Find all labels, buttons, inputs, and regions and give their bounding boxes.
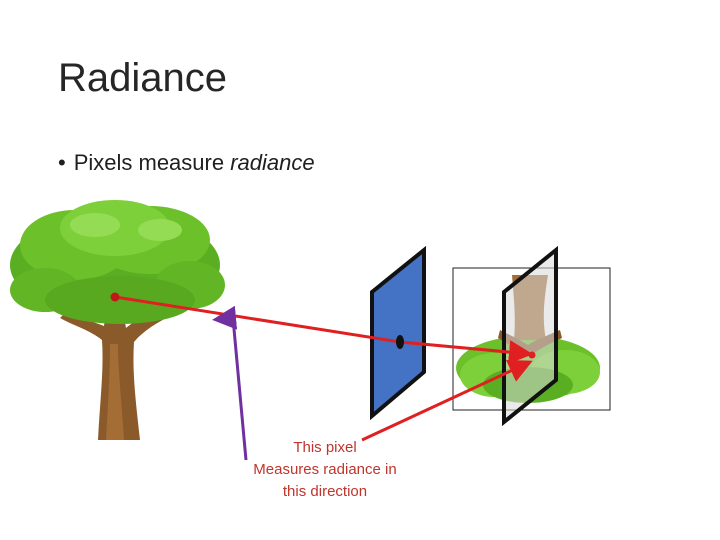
pixel-point xyxy=(396,335,404,349)
bullet-text: Pixels measure xyxy=(73,150,225,175)
ray-caption-to-image xyxy=(361,359,533,442)
pointer-arrow xyxy=(212,305,248,461)
ray-tree-to-pixel xyxy=(114,295,401,344)
bullet-emphasis: radiance xyxy=(230,150,315,175)
ray-pixel-to-image xyxy=(399,340,533,365)
tree-icon xyxy=(10,200,225,440)
bullet-marker: • xyxy=(58,150,66,175)
direction-caption: This pixel Measures radiance in this dir… xyxy=(240,437,410,503)
slide-title: Radiance xyxy=(58,56,228,100)
ray-origin-point xyxy=(110,292,120,302)
image-plane xyxy=(370,245,426,421)
caption-line: Measures radiance in xyxy=(253,461,397,478)
caption-line: this direction xyxy=(282,483,368,500)
bullet-item: • Pixels measure radiance xyxy=(58,150,315,176)
ray-end-point xyxy=(528,351,536,359)
caption-line: This pixel xyxy=(293,439,357,456)
